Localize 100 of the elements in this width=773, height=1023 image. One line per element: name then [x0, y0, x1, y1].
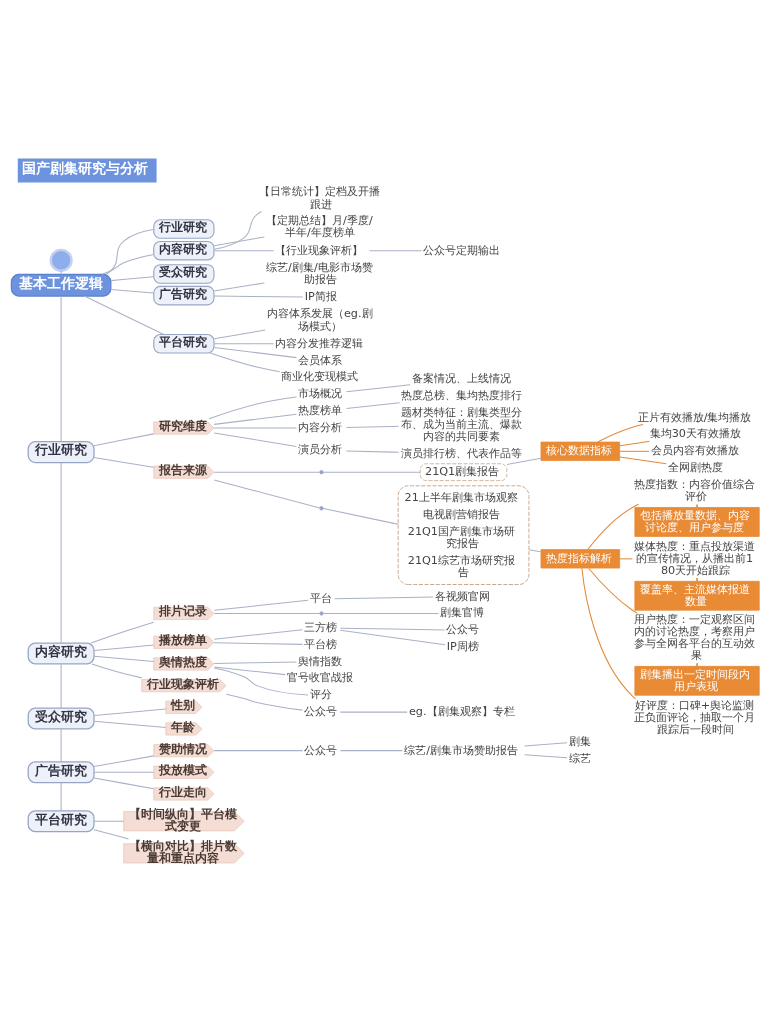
- node-box: 行业研究: [27, 441, 95, 464]
- connector: [213, 329, 266, 340]
- node-text: 公众号: [446, 623, 480, 637]
- connector: [90, 621, 155, 644]
- connector: [213, 612, 321, 614]
- node-text: 热度总榜、集均热度排行: [400, 388, 522, 402]
- connector: [93, 456, 155, 468]
- connector: [101, 253, 155, 275]
- connector: [208, 396, 298, 420]
- node-text: 商业化变现模式: [281, 370, 359, 384]
- node-text: IP简报: [304, 290, 337, 304]
- connector: [339, 629, 446, 646]
- connector: [93, 777, 155, 790]
- connector: [60, 295, 62, 442]
- node-text: 【行业现象评析】: [275, 243, 364, 257]
- node-text: 热度指数：内容价值综合评价: [634, 478, 756, 504]
- node-text: 内容分发推荐逻辑: [275, 336, 364, 350]
- node-text: 公众号定期输出: [423, 243, 501, 257]
- connector: [213, 346, 297, 359]
- node-text: eg.【剧集观察】专栏: [408, 705, 515, 719]
- node-text: 全网剧热度: [668, 461, 724, 475]
- connector: [110, 276, 155, 282]
- node-text: 平台榜: [304, 637, 338, 651]
- node-box: 广告研究: [153, 285, 215, 306]
- connector: [93, 720, 167, 728]
- connector: [213, 661, 297, 664]
- node-text: 正片有效播放/集均播放: [637, 410, 752, 424]
- connector: [213, 471, 321, 473]
- connector: [213, 210, 262, 250]
- connector: [619, 450, 650, 452]
- connector: [597, 423, 644, 443]
- node-text: 剧集官博: [440, 606, 485, 620]
- connector: [334, 596, 434, 600]
- connector: [587, 503, 640, 551]
- node-box: 核心数据指标: [540, 441, 620, 461]
- node-text: 各视频官网: [434, 589, 490, 603]
- connector: [83, 295, 165, 336]
- connector: [368, 250, 423, 252]
- node-text: 公众号: [304, 743, 338, 757]
- node-text: 综艺/剧集市场赞助报告: [404, 743, 518, 757]
- connector: [619, 558, 633, 560]
- node-text: 21Q1综艺市场研究报告: [407, 553, 516, 579]
- connector: [345, 402, 401, 410]
- connector: [213, 236, 265, 247]
- connector: [528, 549, 542, 553]
- connector: [619, 456, 667, 465]
- connector: [213, 599, 309, 611]
- connector: [213, 432, 297, 448]
- connector: [345, 425, 400, 428]
- node-box: 广告研究: [27, 761, 95, 784]
- node-box: 内容研究: [27, 642, 95, 665]
- node-text: 【定期总结】月/季度/半年/年度榜单: [266, 214, 373, 240]
- node-text: IP周榜: [446, 640, 479, 654]
- node-point: [319, 470, 324, 475]
- connector: [60, 462, 62, 644]
- connector: [323, 612, 440, 614]
- node-text: 官号收官战报: [287, 671, 353, 685]
- node-point: [319, 506, 324, 511]
- connector: [93, 820, 125, 822]
- node-text: 舆情指数: [298, 654, 343, 668]
- node-text: 综艺/剧集/电影市场赞助报告: [266, 260, 373, 286]
- node-text: 热度榜单: [298, 404, 343, 418]
- node-box: 平台研究: [153, 334, 215, 354]
- node-text: 内容体系发展（eg.剧场模式）: [266, 307, 373, 333]
- connector: [345, 384, 411, 393]
- connector: [225, 693, 303, 711]
- connector: [213, 250, 275, 252]
- connector: [93, 655, 155, 662]
- node-box: 包括播放量数据、内容讨论度、用户参与度: [634, 507, 760, 537]
- connector: [93, 771, 155, 773]
- node-box: 平台研究: [27, 810, 95, 833]
- node-point: [319, 611, 324, 616]
- connector: [60, 728, 62, 763]
- node-text: 市场概况: [298, 387, 343, 401]
- node-box: 内容研究: [153, 240, 215, 261]
- node-box: 21Q1剧集报告: [419, 463, 508, 481]
- node-text: 平台: [309, 591, 332, 605]
- node-box: 覆盖率、主流媒体报道数量: [634, 580, 760, 611]
- node-box: 受众研究: [27, 707, 95, 730]
- node-text: 内容分析: [298, 421, 343, 435]
- connector: [60, 663, 62, 709]
- node-box: 受众研究: [153, 264, 215, 284]
- connector: [93, 644, 155, 652]
- connector: [213, 666, 286, 676]
- connector: [93, 433, 155, 447]
- node-text: 会员内容有效播放: [650, 444, 739, 458]
- connector: [213, 629, 304, 640]
- node-text: 综艺: [568, 751, 591, 765]
- node-text: 题材类特征：剧集类型分布、成为当前主流、爆款内容的共同要素: [400, 405, 522, 443]
- connector: [213, 750, 304, 752]
- connector: [696, 577, 698, 582]
- node-box: 剧集播出一定时间段内用户表现: [634, 665, 760, 696]
- cluster: [397, 485, 530, 585]
- connector: [93, 755, 155, 768]
- node-text: 评分: [309, 688, 332, 702]
- connector: [213, 295, 304, 298]
- connector: [93, 708, 167, 717]
- connector: [209, 352, 281, 373]
- connector: [60, 782, 62, 812]
- connector: [91, 663, 143, 679]
